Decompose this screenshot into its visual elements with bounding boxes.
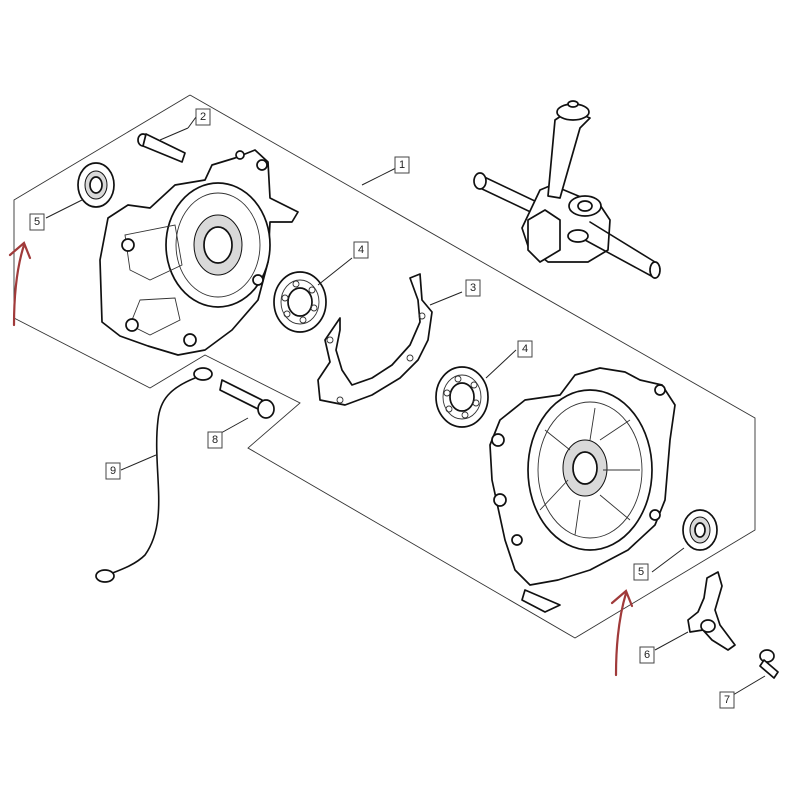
bearing-upper	[273, 271, 327, 333]
svg-text:3: 3	[470, 282, 476, 294]
svg-text:1: 1	[399, 159, 405, 171]
assembly-group-outline	[13, 94, 756, 639]
arrow-right-icon	[614, 591, 628, 677]
ref-label-5-left: 5	[29, 213, 45, 231]
svg-text:7: 7	[724, 694, 730, 706]
right-crankcase-half	[489, 367, 676, 613]
screw-small	[759, 649, 779, 679]
crankshaft	[473, 100, 661, 279]
arrow-right-head-icon	[610, 589, 634, 608]
arrow-left-head-icon	[8, 241, 32, 260]
svg-text:8: 8	[212, 434, 218, 446]
svg-text:4: 4	[522, 343, 528, 355]
ref-label-9: 9	[105, 462, 121, 480]
bolt-top	[137, 133, 186, 163]
ref-label-2: 2	[195, 108, 211, 126]
svg-text:9: 9	[110, 465, 116, 477]
seal-right	[682, 509, 718, 551]
ref-label-4-lower: 4	[517, 340, 533, 358]
svg-text:5: 5	[34, 216, 40, 228]
seal-left	[77, 162, 115, 208]
svg-text:4: 4	[358, 244, 364, 256]
svg-text:2: 2	[200, 111, 206, 123]
left-crankcase-half	[99, 149, 299, 356]
ref-label-8: 8	[207, 431, 223, 449]
bearing-lower	[435, 366, 489, 428]
ref-label-6: 6	[639, 646, 655, 664]
svg-text:5: 5	[638, 566, 644, 578]
ref-label-7: 7	[719, 691, 735, 709]
ground-wire	[95, 367, 213, 583]
gasket	[317, 273, 433, 406]
ref-label-3: 3	[465, 279, 481, 297]
ref-label-5-right: 5	[633, 563, 649, 581]
svg-text:6: 6	[644, 649, 650, 661]
lever-part	[687, 571, 736, 651]
ref-label-4-upper: 4	[353, 241, 369, 259]
ref-label-1: 1	[394, 156, 410, 174]
bolt-middle	[219, 379, 275, 419]
arrow-left-icon	[12, 243, 26, 327]
